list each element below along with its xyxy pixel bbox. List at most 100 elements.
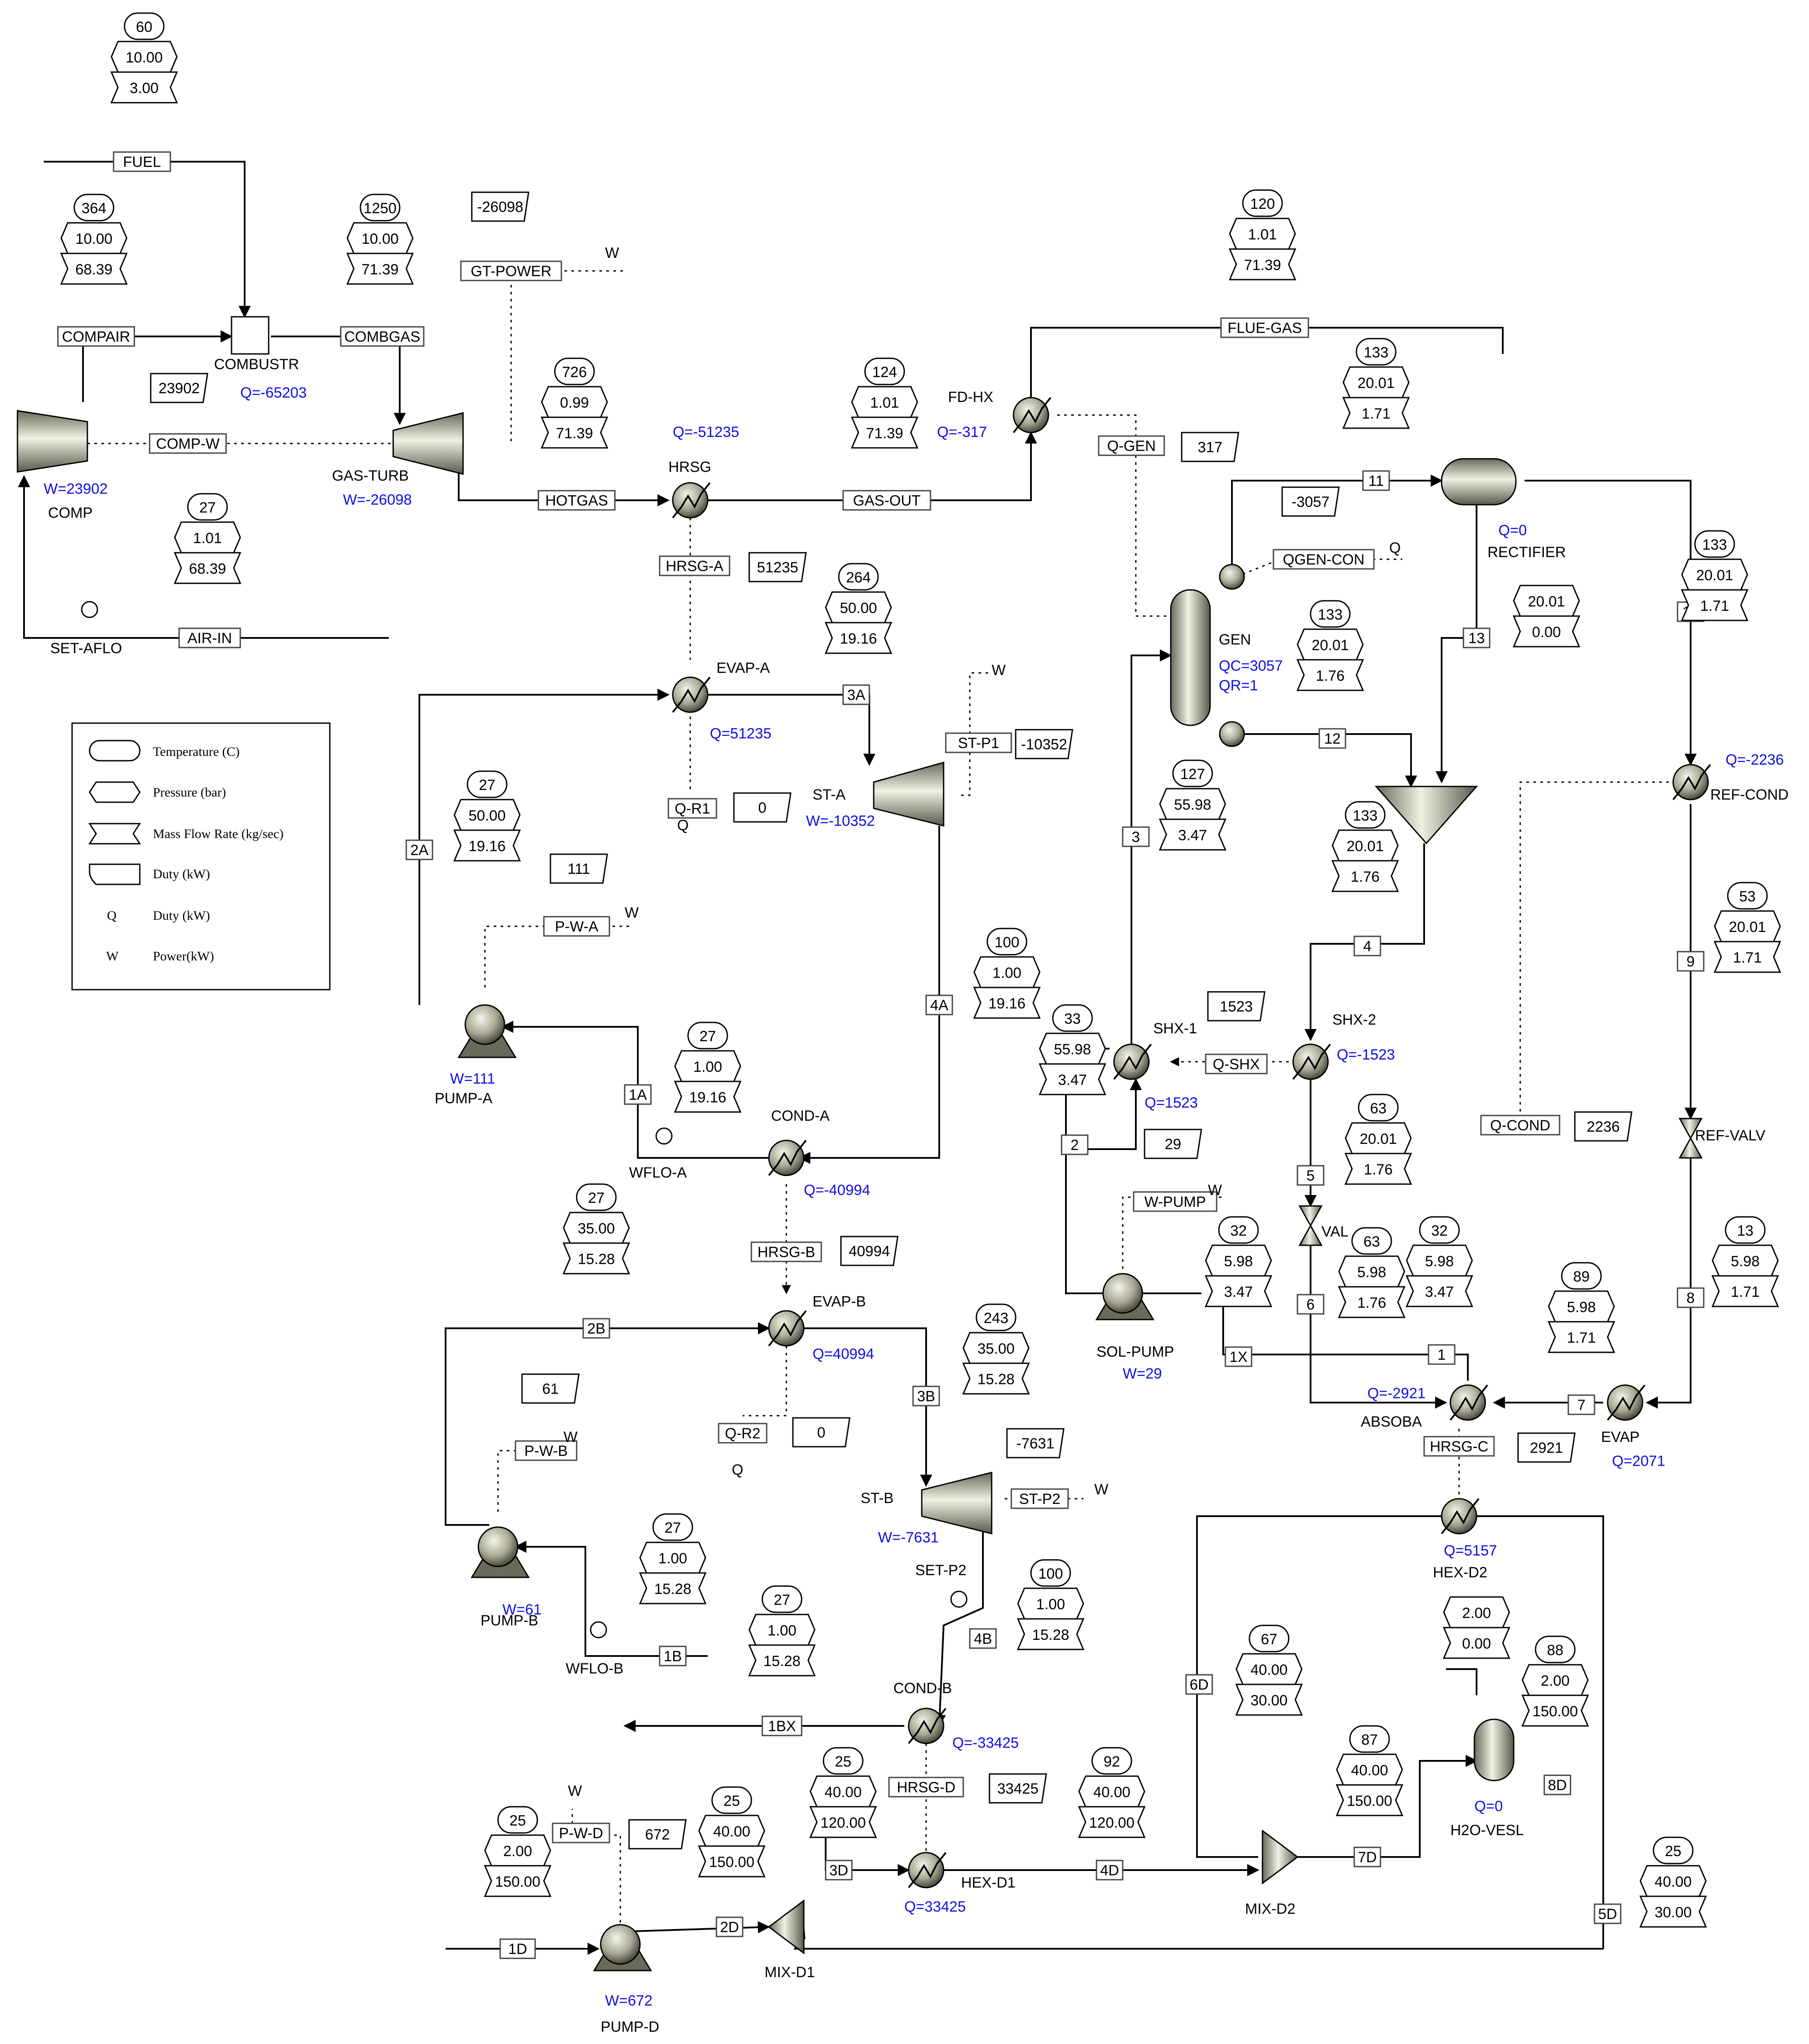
stream-tag-s8[interactable]: 8 bbox=[1677, 1287, 1705, 1308]
shx-1-heat-exchanger[interactable] bbox=[1113, 1043, 1152, 1080]
ref-cond-heat-exchanger[interactable] bbox=[1672, 764, 1711, 800]
duty-box-hrsgc[interactable]: 2921 bbox=[1517, 1432, 1576, 1463]
compressor-comp[interactable] bbox=[17, 410, 88, 473]
stream-tag-s5d[interactable]: 5D bbox=[1594, 1903, 1622, 1924]
mixer-triangle[interactable] bbox=[1374, 786, 1478, 845]
pump-d[interactable] bbox=[593, 1924, 652, 1971]
stream-tag-s6d[interactable]: 6D bbox=[1185, 1674, 1213, 1695]
duty-box-stp1[interactable]: -10352 bbox=[1015, 729, 1073, 759]
stream-tag-s4d[interactable]: 4D bbox=[1096, 1860, 1124, 1881]
pump-a[interactable] bbox=[457, 1004, 517, 1058]
stream-tag-hrsgb[interactable]: HRSG-B bbox=[751, 1241, 822, 1262]
stream-tag-s1bx[interactable]: 1BX bbox=[761, 1715, 802, 1736]
stream-tag-s1x[interactable]: 1X bbox=[1224, 1346, 1252, 1367]
stream-tag-s3a[interactable]: 3A bbox=[842, 684, 870, 705]
duty-box-qr2[interactable]: 0 bbox=[792, 1417, 851, 1448]
stream-tag-s13[interactable]: 13 bbox=[1463, 627, 1491, 648]
stream-tag-hrsgc[interactable]: HRSG-C bbox=[1423, 1436, 1495, 1457]
set-p2-indicator[interactable] bbox=[950, 1590, 968, 1608]
steam-turbine-b[interactable] bbox=[921, 1472, 993, 1535]
duty-box-hrsgd[interactable]: 33425 bbox=[989, 1773, 1047, 1804]
cond-a-heat-exchanger[interactable] bbox=[768, 1140, 807, 1176]
mixer-d2[interactable] bbox=[1262, 1829, 1299, 1885]
stream-values-s1[interactable]: 325.983.47 bbox=[1405, 1216, 1473, 1307]
stream-tag-qshx[interactable]: Q-SHX bbox=[1205, 1053, 1268, 1074]
stream-values-s8[interactable]: 135.981.71 bbox=[1711, 1216, 1779, 1307]
pump-b[interactable] bbox=[470, 1526, 530, 1578]
stream-tag-s2a[interactable]: 2A bbox=[405, 839, 433, 860]
wflo-b-indicator[interactable] bbox=[590, 1621, 607, 1639]
stream-values-s1x[interactable]: 325.983.47 bbox=[1204, 1216, 1273, 1307]
stream-tag-qr1[interactable]: Q-R1 bbox=[668, 798, 717, 819]
stream-tag-qgen[interactable]: Q-GEN bbox=[1098, 435, 1165, 456]
stream-tag-stp1[interactable]: ST-P1 bbox=[945, 732, 1012, 753]
stream-tag-hrsga[interactable]: HRSG-A bbox=[659, 555, 730, 576]
stream-tag-compair[interactable]: COMPAIR bbox=[57, 326, 135, 347]
stream-tag-hotgas[interactable]: HOTGAS bbox=[538, 490, 616, 511]
water-vessel[interactable] bbox=[1473, 1718, 1515, 1781]
stream-values-s13[interactable]: 20.010.00 bbox=[1512, 585, 1581, 648]
stream-tag-gtpower[interactable]: GT-POWER bbox=[460, 260, 562, 281]
duty-box-compw[interactable]: 23902 bbox=[150, 373, 208, 403]
stream-tag-airin[interactable]: AIR-IN bbox=[178, 627, 241, 648]
duty-box-pwa[interactable]: 111 bbox=[550, 853, 608, 884]
stream-tag-qr2[interactable]: Q-R2 bbox=[718, 1423, 768, 1444]
stream-tag-gasout[interactable]: GAS-OUT bbox=[842, 490, 931, 511]
gas-turbine[interactable] bbox=[392, 412, 464, 475]
rectifier-vessel[interactable] bbox=[1441, 458, 1517, 506]
stream-tag-s4b[interactable]: 4B bbox=[969, 1628, 997, 1649]
duty-box-qcond[interactable]: 2236 bbox=[1574, 1111, 1633, 1142]
stream-tag-qgencon[interactable]: QGEN-CON bbox=[1273, 549, 1375, 570]
stream-tag-fluegas[interactable]: FLUE-GAS bbox=[1220, 317, 1309, 338]
stream-tag-s1[interactable]: 1 bbox=[1428, 1344, 1456, 1365]
stream-tag-s2b[interactable]: 2B bbox=[582, 1318, 610, 1339]
mixer-d1[interactable] bbox=[768, 1899, 805, 1954]
stream-tag-s8d[interactable]: 8D bbox=[1543, 1774, 1571, 1795]
evaporator-evap[interactable] bbox=[1607, 1384, 1646, 1421]
stream-tag-s3[interactable]: 3 bbox=[1122, 826, 1150, 847]
stream-tag-s9[interactable]: 9 bbox=[1677, 951, 1705, 972]
duty-box-pwb[interactable]: 61 bbox=[521, 1373, 580, 1404]
stream-tag-s4a[interactable]: 4A bbox=[925, 994, 953, 1015]
stream-tag-s1b[interactable]: 1B bbox=[659, 1646, 687, 1666]
stream-tag-s7[interactable]: 7 bbox=[1567, 1394, 1595, 1415]
stream-tag-s1d[interactable]: 1D bbox=[499, 1938, 536, 1959]
stream-tag-s6[interactable]: 6 bbox=[1297, 1294, 1325, 1315]
ref-valve[interactable] bbox=[1678, 1118, 1703, 1159]
stream-tag-fuel[interactable]: FUEL bbox=[113, 151, 171, 172]
evap-a-heat-exchanger[interactable] bbox=[672, 676, 711, 713]
stream-tag-s7d[interactable]: 7D bbox=[1353, 1847, 1381, 1867]
evap-b-heat-exchanger[interactable] bbox=[768, 1310, 807, 1347]
shx-2-heat-exchanger[interactable] bbox=[1292, 1043, 1331, 1080]
hex-d1-heat-exchanger[interactable] bbox=[908, 1852, 947, 1888]
stream-values-s6[interactable]: 635.981.76 bbox=[1338, 1227, 1406, 1318]
stream-tag-compw[interactable]: COMP-W bbox=[149, 433, 227, 454]
steam-turbine-a[interactable] bbox=[873, 762, 944, 827]
stream-tag-pwd[interactable]: P-W-D bbox=[552, 1822, 610, 1843]
stream-tag-s11[interactable]: 11 bbox=[1362, 470, 1390, 491]
stream-tag-pwb[interactable]: P-W-B bbox=[515, 1440, 578, 1461]
duty-box-pwd[interactable]: 672 bbox=[628, 1819, 687, 1850]
duty-box-wpump[interactable]: 29 bbox=[1144, 1129, 1202, 1159]
stream-tag-s5[interactable]: 5 bbox=[1297, 1165, 1325, 1186]
